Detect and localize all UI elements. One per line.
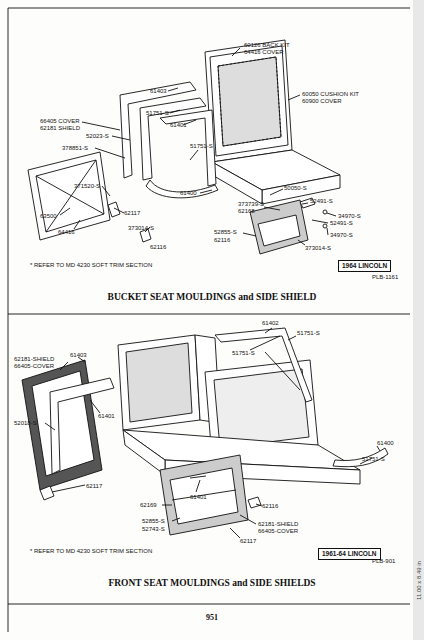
- callout-number: 60126 BACK KIT: [244, 42, 290, 49]
- callout-number: 61400: [180, 190, 197, 197]
- callout-number: 66405 COVER: [40, 118, 80, 125]
- callout-number: 62116: [150, 244, 166, 251]
- callout-number: 66405-COVER: [14, 363, 54, 370]
- callout-number: 64416 COVER: [244, 49, 284, 56]
- callout-number: 52018-S: [14, 420, 37, 427]
- callout-number: 61400: [377, 440, 394, 447]
- callout-number: 62117: [86, 483, 102, 490]
- callout-number: 61401: [190, 494, 207, 501]
- callout-number: 52023-S: [86, 133, 109, 140]
- callout-number: 34970-S: [330, 232, 353, 239]
- callout-number: 51751-S: [362, 456, 385, 463]
- callout-number: 373014-S: [305, 245, 331, 252]
- callout-number: 63500: [40, 213, 57, 220]
- callout-number: 52491-S: [330, 220, 353, 227]
- model-year-box: 1961-64 LINCOLN: [318, 548, 381, 560]
- callout-number: 373014-S: [128, 225, 154, 232]
- page-size-note: 11.00 x 8.49 in: [416, 561, 423, 600]
- callout-number: 34970-S: [338, 213, 361, 220]
- callout-number: 52855-S: [142, 518, 165, 525]
- callout-number: 62117: [124, 210, 140, 217]
- callout-number: 61403: [150, 88, 167, 95]
- callout-number: 62116: [262, 503, 278, 510]
- callout-number: 52855-S: [214, 229, 237, 236]
- reference-note: * REFER TO MD 4230 SOFT TRIM SECTION: [30, 262, 152, 269]
- callout-number: 61402: [262, 320, 279, 327]
- callout-number: 61401: [170, 122, 187, 129]
- callout-number: 62181-SHIELD: [258, 521, 298, 528]
- callout-number: 62116: [214, 237, 230, 244]
- plate-number: PLB-1161: [372, 274, 398, 281]
- callout-number: 51751-S: [232, 350, 255, 357]
- section-heading: FRONT SEAT MOULDINGS and SIDE SHIELDS: [108, 578, 315, 589]
- reference-note: * REFER TO MD 4230 SOFT TRIM SECTION: [30, 548, 152, 555]
- callout-number: 62169: [140, 502, 157, 509]
- callout-number: 64416: [58, 229, 75, 236]
- callout-number: 61401: [98, 413, 115, 420]
- callout-number: 51751-S: [146, 110, 169, 117]
- model-year-box: 1964 LINCOLN: [338, 260, 391, 272]
- callout-number: 378851-S: [62, 145, 88, 152]
- callout-number: 60900 COVER: [302, 98, 342, 105]
- callout-number: 373739-S: [238, 201, 264, 208]
- callout-number: 61403: [70, 352, 87, 359]
- callout-number: 371520-S: [74, 183, 100, 190]
- section-heading: BUCKET SEAT MOULDINGS and SIDE SHIELD: [108, 292, 317, 303]
- callout-number: 66405-COVER: [258, 528, 298, 535]
- callout-number: 52491-S: [310, 198, 333, 205]
- model-year-text: 1964 LINCOLN: [342, 262, 387, 270]
- plate-number: PLB-901: [372, 558, 395, 565]
- callout-number: 62168: [238, 208, 255, 215]
- page-number: 951: [206, 614, 218, 621]
- callout-number: 62181-SHIELD: [14, 356, 54, 363]
- callout-number: 62117: [240, 538, 256, 545]
- callout-number: 51751-S: [297, 330, 320, 337]
- callout-number: 51751-S: [190, 143, 213, 150]
- model-year-text: 1961-64 LINCOLN: [322, 550, 377, 558]
- callout-number: 50050-S: [284, 185, 307, 192]
- callout-number: 62181 SHIELD: [40, 125, 80, 132]
- callout-number: 60050 CUSHION KIT: [302, 91, 359, 98]
- callout-number: 52743-S: [142, 526, 165, 533]
